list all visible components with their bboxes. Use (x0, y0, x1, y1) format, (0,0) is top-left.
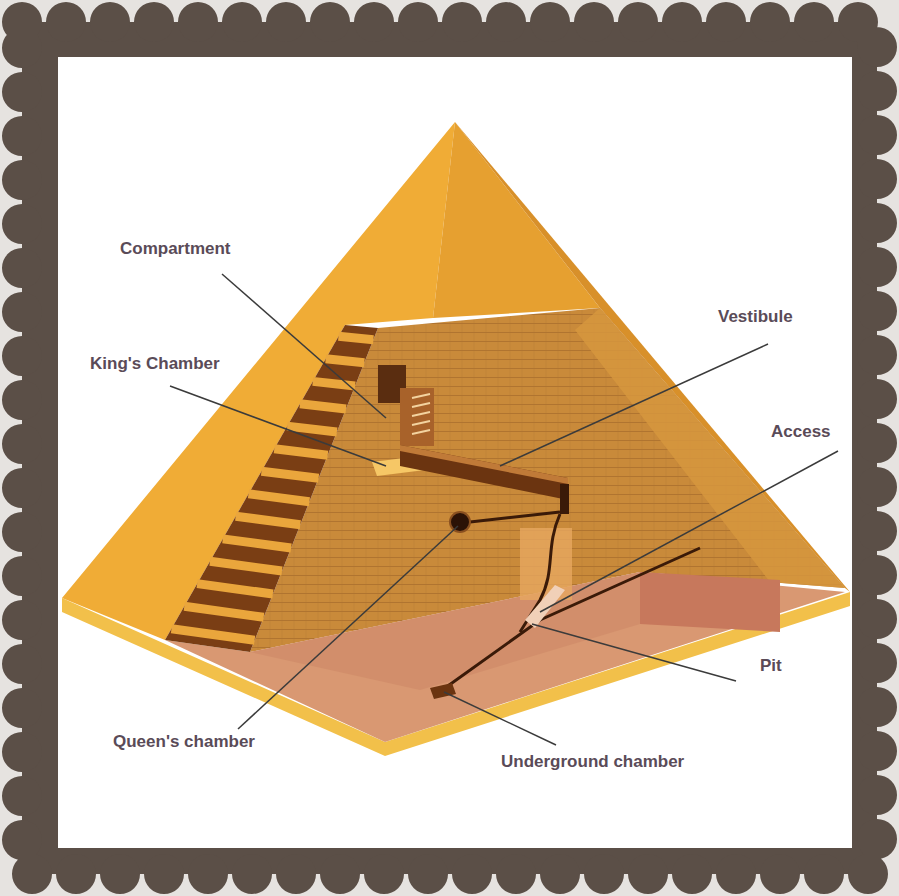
interior-wall (250, 308, 845, 652)
gallery-shaft (560, 484, 569, 514)
stepped-edge (165, 325, 378, 652)
leader-lines (170, 274, 838, 745)
part-label: Vestibule (718, 307, 793, 327)
step-strips (172, 336, 374, 640)
queens-passage (470, 512, 560, 522)
front-face (433, 122, 600, 318)
picture-ground (58, 57, 852, 848)
queens-chamber (450, 512, 470, 532)
ground-floor (165, 572, 845, 742)
side-wall (575, 308, 845, 588)
part-label: Pit (760, 656, 782, 676)
part-label: King's Chamber (90, 354, 220, 374)
part-label: Underground chamber (501, 752, 684, 772)
descending-passage (445, 548, 700, 688)
bedrock-block (640, 572, 780, 632)
gallery-top (400, 445, 568, 484)
pit (525, 585, 565, 628)
gallery (400, 445, 568, 500)
part-label: Compartment (120, 239, 231, 259)
compartment-stack (400, 388, 434, 446)
compartment-slabs (412, 394, 430, 434)
scalloped-frame (22, 22, 877, 874)
part-label: Access (771, 422, 831, 442)
part-label: Queen's chamber (113, 732, 255, 752)
